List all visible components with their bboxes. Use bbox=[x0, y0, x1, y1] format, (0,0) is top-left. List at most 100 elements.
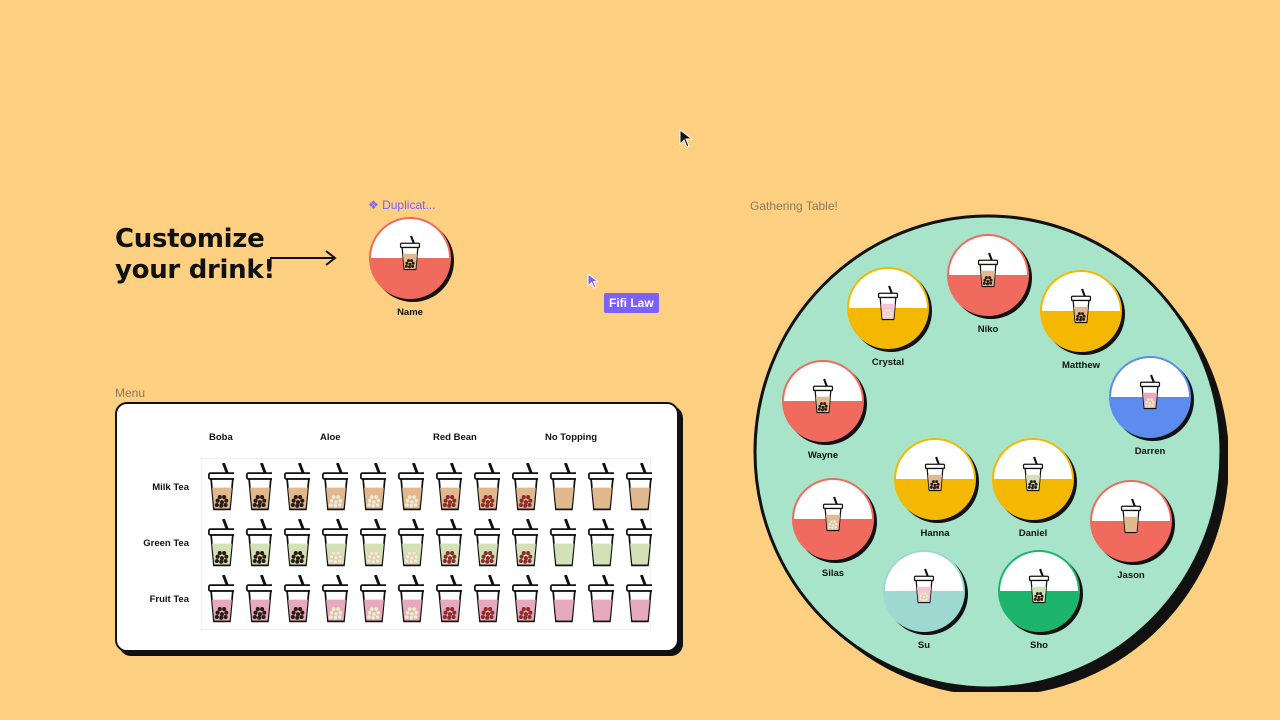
menu-drink-option[interactable] bbox=[282, 462, 312, 518]
avatar-circle bbox=[792, 478, 877, 563]
menu-drink-option[interactable] bbox=[358, 518, 388, 574]
avatar-circle bbox=[1040, 270, 1125, 355]
menu-frame-label[interactable]: Menu bbox=[115, 386, 146, 400]
guest-avatar[interactable]: Darren bbox=[1107, 354, 1194, 457]
avatar-circle bbox=[1090, 480, 1175, 565]
name-badge-component[interactable]: Name bbox=[367, 215, 454, 318]
menu-drink-option[interactable] bbox=[244, 518, 274, 574]
menu-drink-option[interactable] bbox=[586, 574, 616, 630]
component-label[interactable]: ❖ Duplicat... bbox=[368, 198, 436, 212]
bubble-tea-icon bbox=[626, 574, 654, 623]
bubble-tea-icon bbox=[208, 518, 236, 567]
bubble-tea-icon bbox=[588, 574, 616, 623]
guest-name: Su bbox=[917, 640, 931, 651]
menu-drink-option[interactable] bbox=[434, 462, 464, 518]
bubble-tea-icon bbox=[360, 462, 388, 511]
menu-drink-option[interactable] bbox=[472, 574, 502, 630]
guest-avatar[interactable]: Sho bbox=[996, 548, 1083, 651]
bubble-tea-icon bbox=[550, 518, 578, 567]
menu-drink-option[interactable] bbox=[282, 518, 312, 574]
menu-drink-option[interactable] bbox=[396, 574, 426, 630]
menu-drink-option[interactable] bbox=[244, 574, 274, 630]
menu-drink-option[interactable] bbox=[548, 574, 578, 630]
guest-avatar[interactable]: Crystal bbox=[845, 265, 932, 368]
menu-drink-option[interactable] bbox=[244, 462, 274, 518]
guest-avatar[interactable]: Su bbox=[881, 548, 968, 651]
bubble-tea-icon bbox=[924, 456, 946, 492]
name-label: Name bbox=[397, 307, 423, 318]
topping-header-no-topping: No Topping bbox=[545, 432, 598, 443]
bubble-tea-icon bbox=[398, 574, 426, 623]
menu-drink-option[interactable] bbox=[510, 518, 540, 574]
guest-avatar[interactable]: Hanna bbox=[892, 436, 979, 539]
bubble-tea-icon bbox=[588, 462, 616, 511]
guest-name: Darren bbox=[1134, 446, 1166, 457]
menu-drink-option[interactable] bbox=[206, 518, 236, 574]
pointer-cursor-icon bbox=[679, 129, 694, 148]
guest-name: Matthew bbox=[1062, 360, 1100, 371]
menu-drink-option[interactable] bbox=[434, 574, 464, 630]
menu-drink-option[interactable] bbox=[282, 574, 312, 630]
guest-avatar[interactable]: Silas bbox=[790, 476, 877, 579]
menu-drink-option[interactable] bbox=[510, 462, 540, 518]
topping-header-red-bean: Red Bean bbox=[433, 432, 477, 443]
avatar-circle bbox=[992, 438, 1077, 523]
bubble-tea-icon bbox=[398, 462, 426, 511]
menu-drink-option[interactable] bbox=[396, 462, 426, 518]
tea-row-label: Fruit Tea bbox=[149, 594, 189, 605]
menu-drink-option[interactable] bbox=[320, 518, 350, 574]
gathering-table-label[interactable]: Gathering Table! bbox=[750, 199, 838, 213]
guest-avatar[interactable]: Jason bbox=[1088, 478, 1175, 581]
menu-drink-option[interactable] bbox=[358, 574, 388, 630]
menu-drink-option[interactable] bbox=[206, 574, 236, 630]
bubble-tea-icon bbox=[360, 574, 388, 623]
tea-row-label: Green Tea bbox=[143, 538, 189, 549]
bubble-tea-icon bbox=[812, 378, 834, 414]
guest-avatar[interactable]: Matthew bbox=[1038, 268, 1125, 371]
bubble-tea-icon bbox=[284, 574, 312, 623]
guest-name: Sho bbox=[1030, 640, 1048, 651]
menu-drink-option[interactable] bbox=[548, 462, 578, 518]
bubble-tea-icon bbox=[474, 518, 502, 567]
bubble-tea-icon bbox=[1022, 456, 1044, 492]
avatar-circle bbox=[369, 217, 454, 302]
bubble-tea-icon bbox=[1028, 568, 1050, 604]
bubble-tea-icon bbox=[1139, 374, 1161, 410]
menu-drink-option[interactable] bbox=[320, 574, 350, 630]
bubble-tea-icon bbox=[626, 518, 654, 567]
bubble-tea-icon bbox=[398, 518, 426, 567]
menu-drink-option[interactable] bbox=[624, 462, 654, 518]
bubble-tea-icon bbox=[208, 462, 236, 511]
avatar-circle bbox=[947, 234, 1032, 319]
menu-drink-option[interactable] bbox=[586, 518, 616, 574]
guest-name: Crystal bbox=[871, 357, 905, 368]
bubble-tea-icon bbox=[550, 574, 578, 623]
bubble-tea-icon bbox=[322, 518, 350, 567]
menu-drink-option[interactable] bbox=[624, 574, 654, 630]
avatar-circle bbox=[894, 438, 979, 523]
bubble-tea-icon bbox=[550, 462, 578, 511]
avatar-circle bbox=[998, 550, 1083, 635]
bubble-tea-icon bbox=[977, 252, 999, 288]
bubble-tea-icon bbox=[1070, 288, 1092, 324]
menu-drink-option[interactable] bbox=[358, 462, 388, 518]
bubble-tea-icon bbox=[474, 462, 502, 511]
bubble-tea-icon bbox=[436, 462, 464, 511]
guest-avatar[interactable]: Niko bbox=[945, 232, 1032, 335]
bubble-tea-icon bbox=[322, 462, 350, 511]
menu-drink-option[interactable] bbox=[510, 574, 540, 630]
menu-drink-option[interactable] bbox=[434, 518, 464, 574]
menu-drink-option[interactable] bbox=[472, 518, 502, 574]
menu-drink-option[interactable] bbox=[586, 462, 616, 518]
menu-drink-option[interactable] bbox=[548, 518, 578, 574]
menu-drink-option[interactable] bbox=[320, 462, 350, 518]
bubble-tea-icon bbox=[246, 518, 274, 567]
guest-avatar[interactable]: Daniel bbox=[990, 436, 1077, 539]
menu-drink-option[interactable] bbox=[206, 462, 236, 518]
bubble-tea-icon bbox=[822, 496, 844, 532]
menu-drink-option[interactable] bbox=[472, 462, 502, 518]
menu-drink-option[interactable] bbox=[624, 518, 654, 574]
guest-avatar[interactable]: Wayne bbox=[780, 358, 867, 461]
bubble-tea-icon bbox=[512, 462, 540, 511]
menu-drink-option[interactable] bbox=[396, 518, 426, 574]
